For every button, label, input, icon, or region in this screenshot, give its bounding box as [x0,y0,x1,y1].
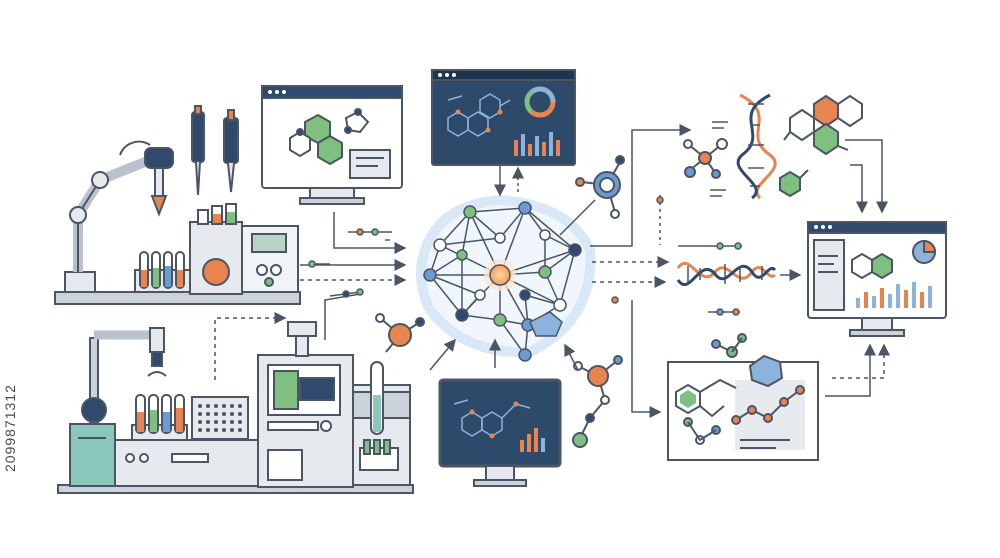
pipette-icon [191,105,239,196]
monitor-icon [807,221,947,337]
lab-analyzer-icon [257,321,411,488]
neural-network-icon [416,194,596,362]
molecule-icon [572,355,623,448]
lab-analyzer-icon [189,203,299,295]
hexagon-structure-icon [779,94,863,198]
molecule-icon [683,138,728,179]
line-chart-icon [667,333,819,461]
automated-lab-line-icon [57,327,414,494]
molecule-icon [375,313,425,353]
molecule-icon [575,155,625,219]
monitor-icon [431,69,576,166]
monitor-icon [438,378,562,487]
microplate-icon [191,396,249,440]
monitor-icon [261,85,403,205]
flow-arrows [214,124,890,418]
test-tube-rack-icon [134,251,191,293]
connector-dots [308,121,742,316]
dna-helix-icon [736,93,777,200]
dna-helix-icon [676,261,777,287]
